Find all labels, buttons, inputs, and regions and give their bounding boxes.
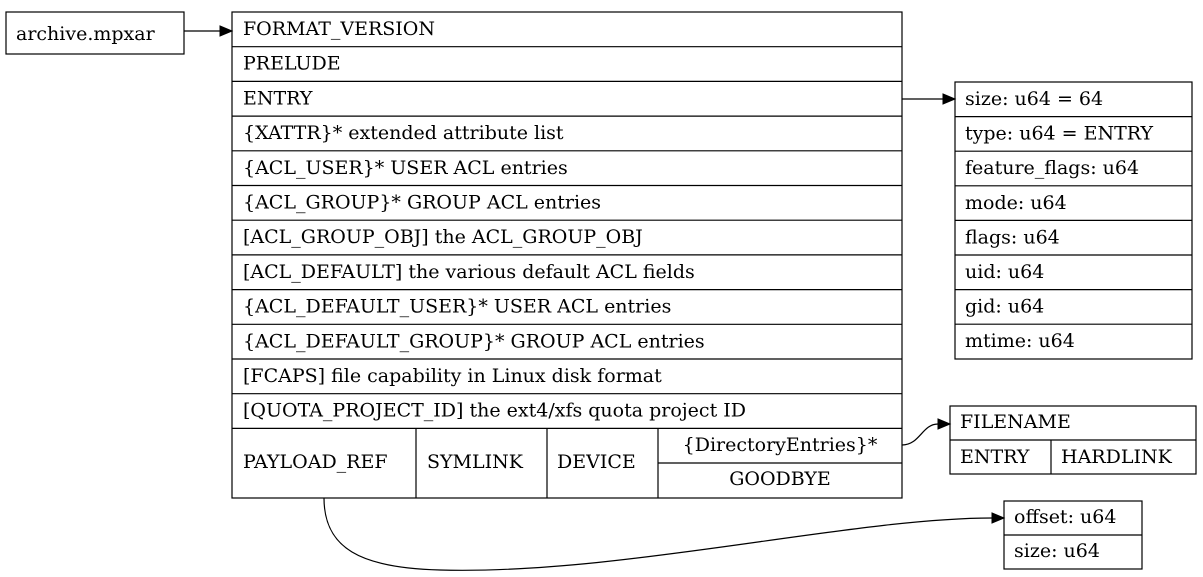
entry-fields-table: size: u64 = 64 type: u64 = ENTRY feature_f… bbox=[954, 81, 1193, 360]
entry-field-mode: mode: u64 bbox=[965, 192, 1067, 214]
record-row-fcaps-file-capability-in-linux-disk-format: [FCAPS] file capability in Linux disk fo… bbox=[243, 365, 662, 387]
filename-title-cell: FILENAME bbox=[960, 411, 1071, 433]
payload-ref-cell: PAYLOAD_REF bbox=[243, 451, 388, 473]
directory-entries-cell: {DirectoryEntries}* bbox=[683, 434, 878, 456]
entry-field-size: size: u64 = 64 bbox=[965, 88, 1103, 110]
payload-size-cell: size: u64 bbox=[1014, 540, 1100, 562]
record-row-acl-user-user-acl-entries: {ACL_USER}* USER ACL entries bbox=[243, 157, 568, 179]
record-row-acl-default-the-various-default-acl-fields: [ACL_DEFAULT] the various default ACL fi… bbox=[243, 261, 695, 283]
edge-entry-to-fields bbox=[902, 93, 957, 105]
record-format-table: FORMAT_VERSION PRELUDE ENTRY {XATTR}* exten… bbox=[231, 11, 903, 499]
filename-entry-cell: ENTRY bbox=[960, 446, 1030, 468]
symlink-cell: SYMLINK bbox=[427, 451, 524, 473]
record-row-entry: ENTRY bbox=[243, 87, 313, 109]
payload-table: offset: u64 size: u64 bbox=[1003, 500, 1143, 570]
record-row-acl-group-group-acl-entries: {ACL_GROUP}* GROUP ACL entries bbox=[243, 192, 601, 214]
record-bottom-row: PAYLOAD_REF SYMLINK DEVICE {DirectoryEnt… bbox=[243, 428, 902, 498]
entry-field-flags: flags: u64 bbox=[965, 226, 1060, 248]
entry-field-mtime: mtime: u64 bbox=[965, 330, 1075, 352]
entry-field-uid: uid: u64 bbox=[965, 261, 1044, 283]
entry-field-gid: gid: u64 bbox=[965, 296, 1044, 318]
archive-node-box bbox=[5, 11, 185, 55]
record-row-acl-group-obj-the-acl-group-obj: [ACL_GROUP_OBJ] the ACL_GROUP_OBJ bbox=[243, 226, 643, 248]
edge-archive-to-record bbox=[184, 25, 234, 37]
archive-node-label: archive.mpxar bbox=[16, 23, 156, 45]
record-row-format-version: FORMAT_VERSION bbox=[243, 18, 435, 40]
entry-field-type: type: u64 = ENTRY bbox=[965, 123, 1154, 145]
goodbye-cell: GOODBYE bbox=[729, 468, 831, 490]
archive-node: archive.mpxar bbox=[5, 11, 185, 55]
device-cell: DEVICE bbox=[557, 451, 636, 473]
edge-directory-to-filename bbox=[901, 418, 952, 446]
payload-offset-cell: offset: u64 bbox=[1014, 506, 1116, 528]
record-row-quota-project-id-the-ext4-xfs-quota-project-id: [QUOTA_PROJECT_ID] the ext4/xfs quota pr… bbox=[243, 400, 746, 422]
entry-field-feature-flags: feature_flags: u64 bbox=[965, 157, 1139, 179]
edge-payload-ref-to-payload bbox=[323, 497, 1006, 571]
record-row-xattr-extended-attribute-list: {XATTR}* extended attribute list bbox=[243, 122, 564, 144]
record-row-prelude: PRELUDE bbox=[243, 53, 341, 75]
filename-hardlink-cell: HARDLINK bbox=[1061, 446, 1173, 468]
record-row-acl-default-user-user-acl-entries: {ACL_DEFAULT_USER}* USER ACL entries bbox=[243, 296, 671, 318]
record-row-acl-default-group-group-acl-entries: {ACL_DEFAULT_GROUP}* GROUP ACL entries bbox=[243, 330, 705, 352]
filename-table: FILENAME ENTRY HARDLINK bbox=[949, 405, 1197, 475]
